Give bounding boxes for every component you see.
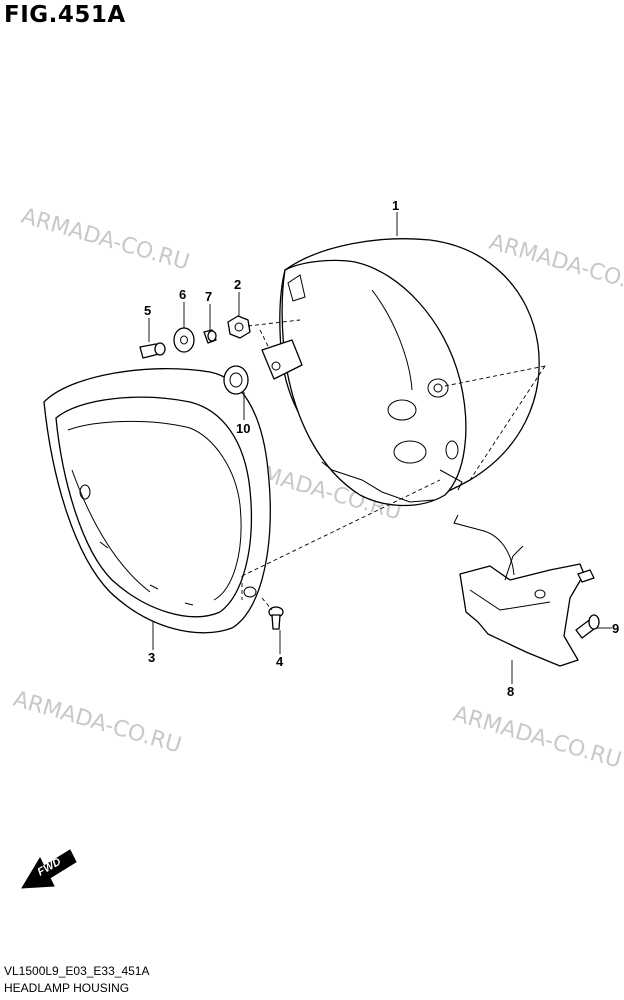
watermark-bottom-left: ARMADA-CO.RU bbox=[10, 687, 184, 759]
callout-5: 5 bbox=[144, 303, 151, 318]
callout-8: 8 bbox=[507, 684, 514, 699]
hardware-bolt-9 bbox=[575, 614, 600, 639]
callout-2: 2 bbox=[234, 277, 241, 292]
callouts: 1 2 5 6 7 10 3 4 8 9 bbox=[144, 198, 619, 699]
callout-9: 9 bbox=[612, 621, 619, 636]
watermark-top-left: ARMADA-CO.RU bbox=[18, 204, 192, 276]
watermark-bottom-right: ARMADA-CO.RU bbox=[450, 702, 624, 774]
fwd-arrow-icon: FWD bbox=[21, 849, 77, 889]
hardware-grommet-10 bbox=[223, 365, 249, 395]
hardware-washer-6 bbox=[173, 327, 195, 353]
headlamp-rim bbox=[43, 368, 271, 634]
hardware-screw-4 bbox=[268, 606, 284, 630]
callout-7: 7 bbox=[205, 289, 212, 304]
callout-1: 1 bbox=[392, 198, 399, 213]
headlamp-bracket bbox=[453, 514, 595, 667]
leader-lines bbox=[148, 212, 612, 684]
callout-3: 3 bbox=[148, 650, 155, 665]
hardware-collar-7 bbox=[203, 329, 217, 344]
callout-10: 10 bbox=[236, 421, 250, 436]
headlamp-housing bbox=[261, 238, 540, 507]
figure-code: VL1500L9_E03_E33_451A bbox=[4, 964, 150, 978]
figure-name: HEADLAMP HOUSING bbox=[4, 981, 130, 995]
callout-4: 4 bbox=[276, 654, 284, 669]
hardware-bolt-5 bbox=[139, 342, 166, 359]
callout-6: 6 bbox=[179, 287, 186, 302]
figure-title: FIG.451A bbox=[4, 2, 126, 28]
hardware-nut-2 bbox=[227, 315, 251, 339]
